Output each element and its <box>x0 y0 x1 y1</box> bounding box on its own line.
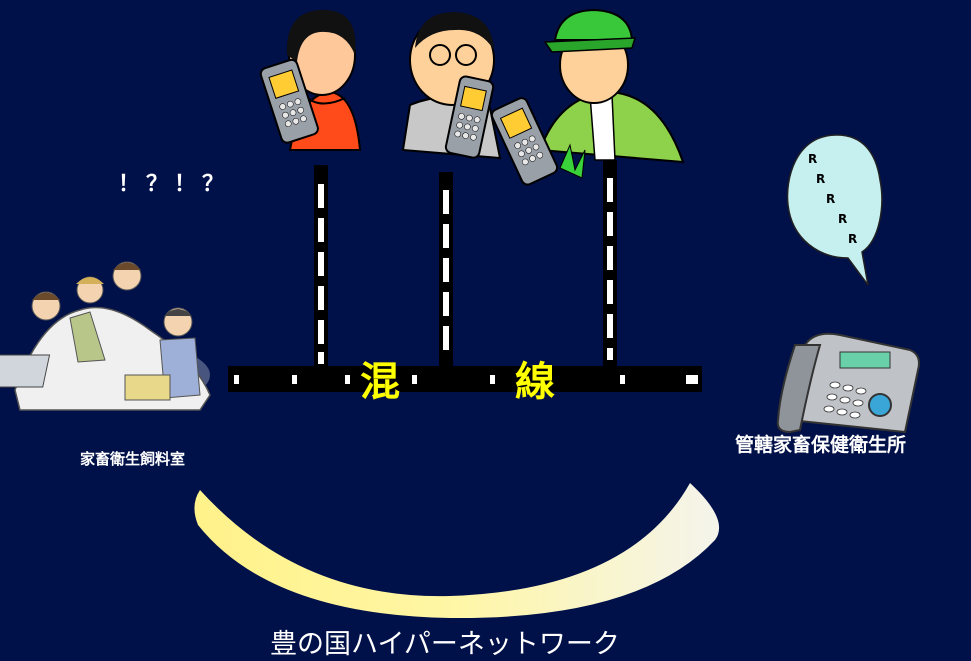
network-label: 豊の国ハイパーネットワーク <box>270 629 620 660</box>
network-arc-band <box>194 483 720 619</box>
ring-letter-1: R <box>808 152 818 166</box>
ring-letter-5: R <box>848 232 858 246</box>
ring-letter-3: R <box>826 192 836 206</box>
office-workers-clipart <box>0 261 211 411</box>
vertical-line-2 <box>439 172 453 368</box>
man-glasses-phone-clipart <box>401 12 502 160</box>
ringing-speech-bubble <box>786 134 883 286</box>
right-office-label: 管轄家畜保健衛生所 <box>735 434 907 456</box>
woman-phone-clipart <box>259 9 362 151</box>
bus-line <box>228 366 702 392</box>
ring-letter-2: R <box>816 172 826 186</box>
crosstalk-char-1: 混 <box>360 359 400 405</box>
ring-letter-4: R <box>838 212 848 226</box>
exclamation-text: ！？！？ <box>118 172 231 197</box>
desk-phone-clipart <box>776 332 920 434</box>
crosstalk-char-2: 線 <box>515 359 555 405</box>
farmer-phone-clipart <box>490 8 685 186</box>
vertical-line-3 <box>603 160 617 368</box>
vertical-line-1 <box>314 165 328 368</box>
left-office-label: 家畜衛生飼料室 <box>80 450 186 468</box>
